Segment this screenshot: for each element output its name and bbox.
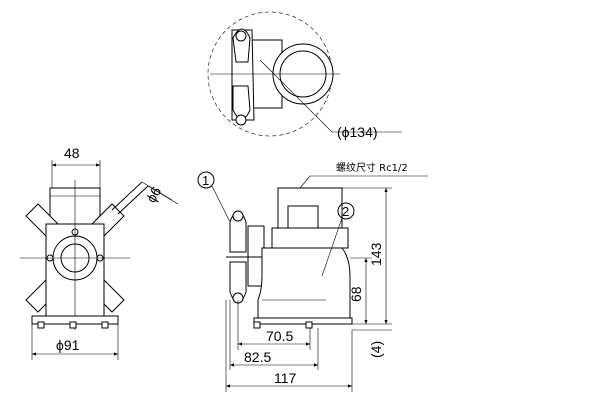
left-view: 48 ϕ6 ϕ91 xyxy=(20,145,179,360)
callout-1-circle xyxy=(197,171,215,189)
left-view-pin xyxy=(111,181,143,211)
front-view-flange xyxy=(271,227,349,249)
top-view-knob-lower xyxy=(232,85,251,120)
top-view: (ϕ134) xyxy=(207,11,402,140)
top-view-pin-upper xyxy=(235,30,247,42)
front-view-bolt-1 xyxy=(253,321,261,329)
callout-2-circle xyxy=(337,202,355,220)
front-view-bolt-2 xyxy=(305,321,313,329)
top-view-pin-lower xyxy=(235,114,247,126)
front-view: 1 2 螺纹尺寸 Rc1/2 143 68 xyxy=(197,161,428,392)
dim-68-label: 68 xyxy=(348,286,364,302)
dim-825-label: 82.5 xyxy=(244,349,271,365)
pin-diameter-label: ϕ6 xyxy=(143,184,165,206)
dim-117-label: 117 xyxy=(274,370,297,386)
dim-91-label: ϕ91 xyxy=(56,337,80,353)
thread-note: 螺纹尺寸 Rc1/2 xyxy=(336,161,408,174)
left-view-bolt-2 xyxy=(69,321,77,329)
dim-4-label: (4) xyxy=(368,341,384,358)
callout-2-label: 2 xyxy=(342,204,349,219)
dim-143-label: 143 xyxy=(368,242,384,266)
top-diameter-label: (ϕ134) xyxy=(337,124,378,140)
dim-705-label: 70.5 xyxy=(266,328,293,344)
front-view-body xyxy=(257,247,351,321)
dim-48-label: 48 xyxy=(64,145,80,161)
callout-1-label: 1 xyxy=(202,173,209,188)
front-view-base-plate xyxy=(253,317,353,325)
left-view-bolt-1 xyxy=(37,321,45,329)
front-view-hex xyxy=(287,205,319,229)
left-view-bolt-3 xyxy=(101,321,109,329)
top-view-leader xyxy=(259,59,333,133)
front-view-pin-upper xyxy=(232,210,244,222)
